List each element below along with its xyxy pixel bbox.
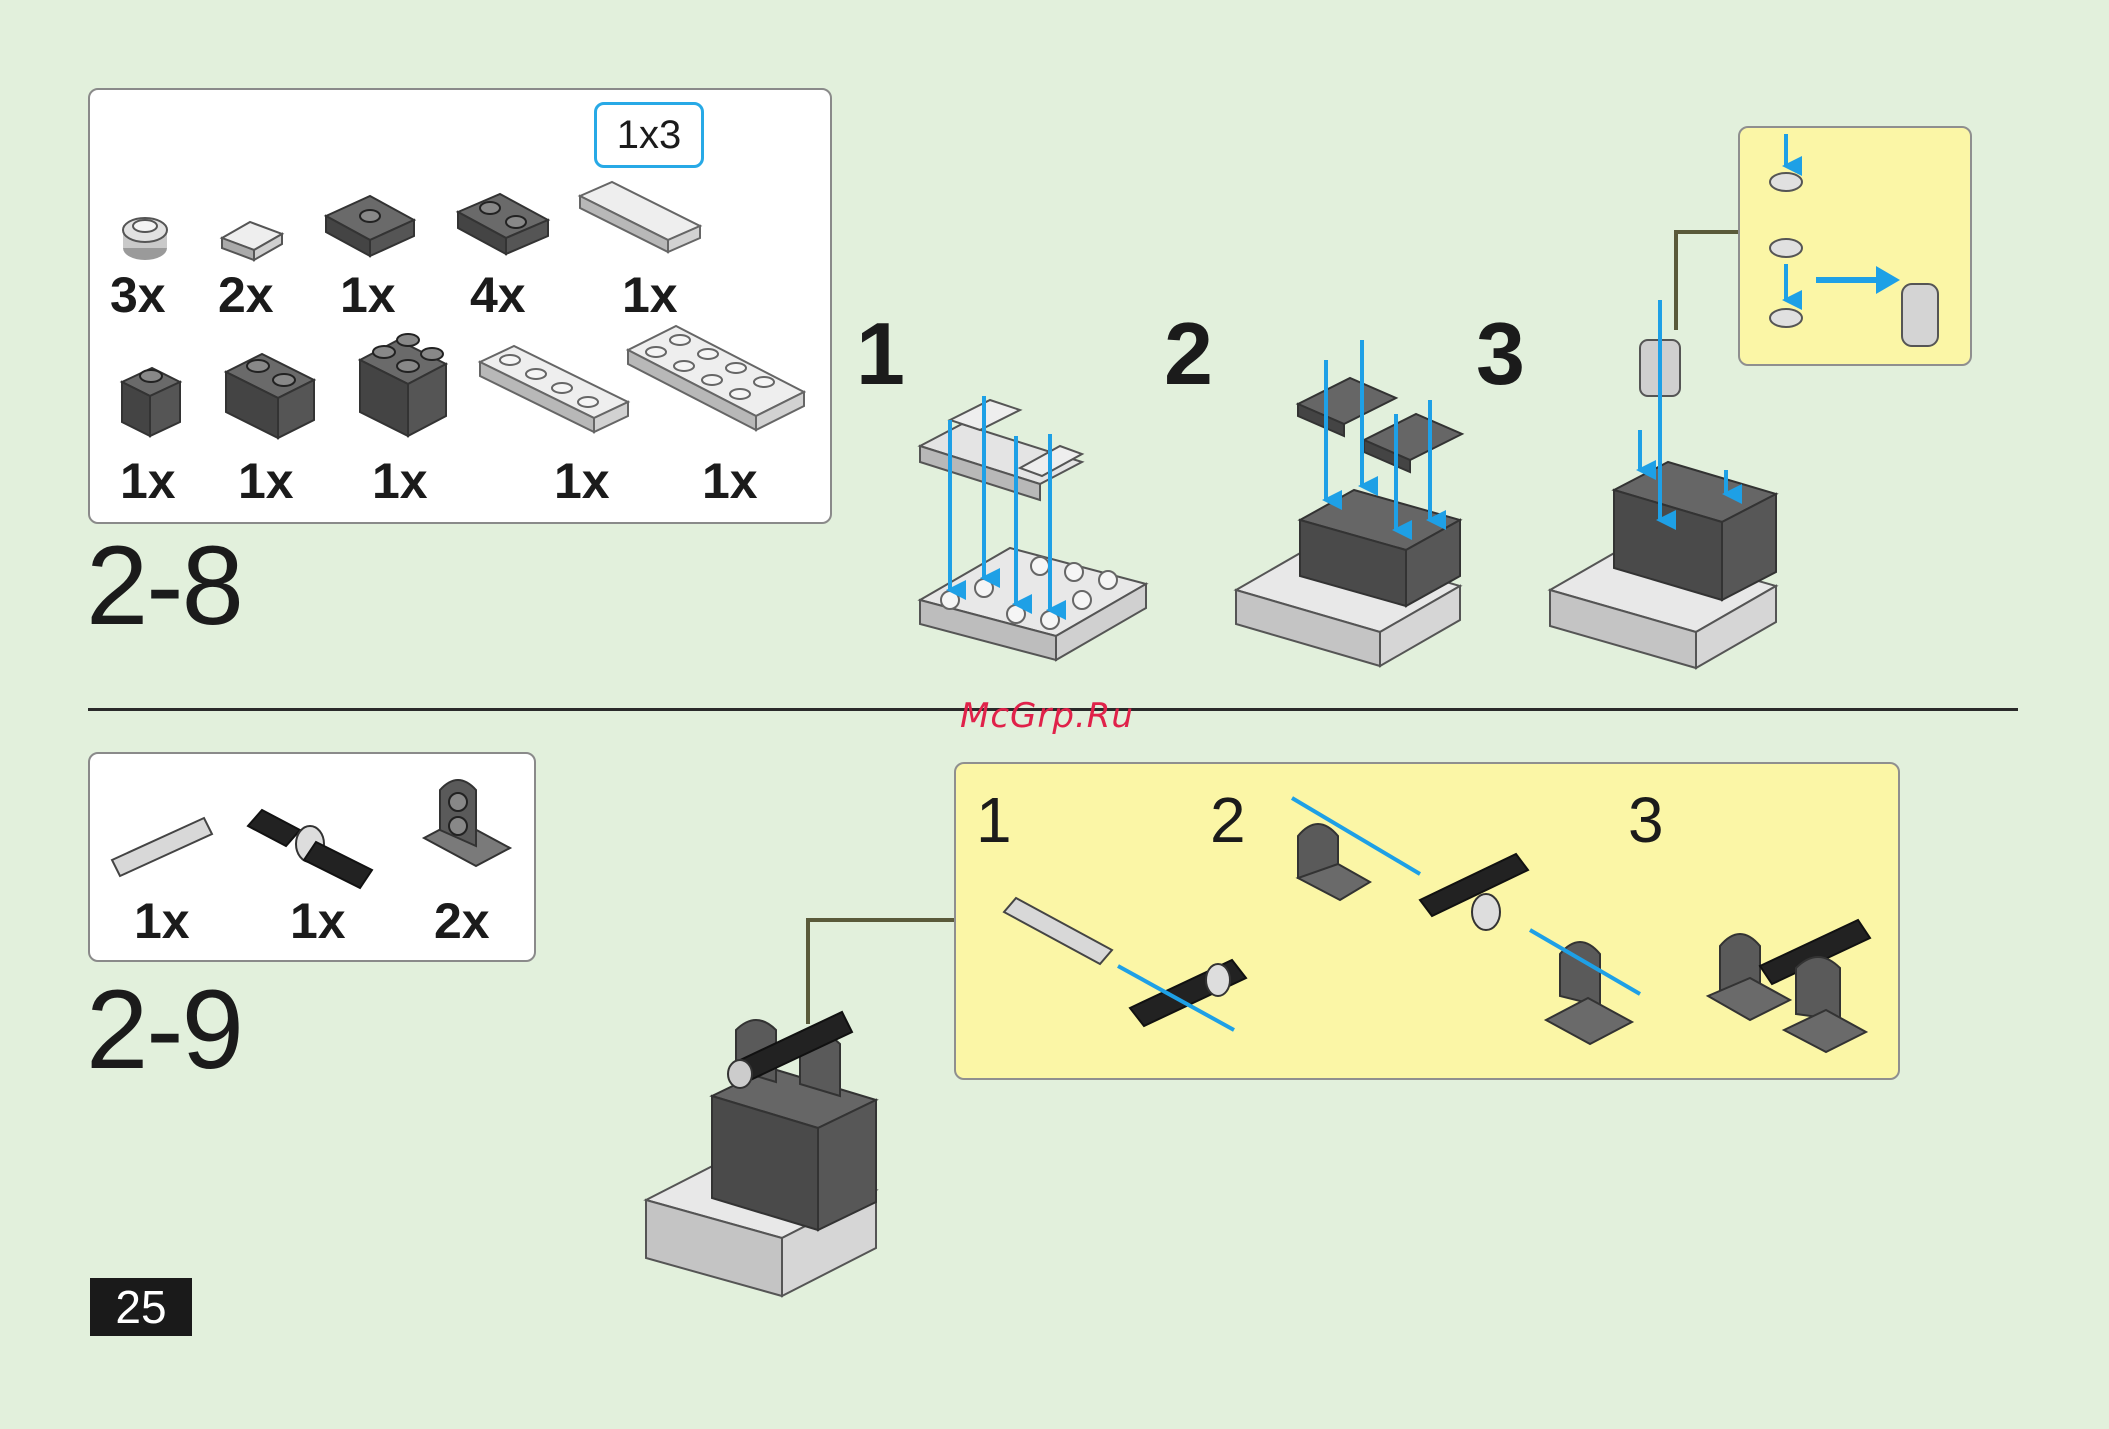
step-number-1: 1: [856, 310, 905, 398]
qty-tile-1x1: 2x: [218, 270, 274, 320]
step-number-3: 3: [1476, 310, 1525, 398]
watermark: McGrp.Ru: [960, 696, 1134, 736]
step-number-2: 2: [1164, 310, 1213, 398]
section-label-2-8: 2-8: [86, 530, 242, 642]
substep-number-2: 2: [1210, 788, 1246, 852]
substep-number-3: 3: [1628, 788, 1664, 852]
qty-plate-1x2: 4x: [470, 270, 526, 320]
qty-plate-1x4: 1x: [554, 456, 610, 506]
subassembly-callout-box: [954, 762, 1900, 1080]
page-number: 25: [90, 1278, 192, 1336]
qty-axle-connector: 1x: [290, 896, 346, 946]
qty-brick-1x2: 1x: [238, 456, 294, 506]
qty-plate-2x4: 1x: [702, 456, 758, 506]
qty-technic-pin: 1x: [134, 896, 190, 946]
section-label-2-9: 2-9: [86, 974, 242, 1086]
qty-round-plate: 3x: [110, 270, 166, 320]
qty-jumper-plate: 1x: [340, 270, 396, 320]
qty-brick-1x1: 1x: [120, 456, 176, 506]
qty-tile-1x3: 1x: [622, 270, 678, 320]
qty-brick-2x2: 1x: [372, 456, 428, 506]
qty-technic-bracket: 2x: [434, 896, 490, 946]
substep-number-1: 1: [976, 788, 1012, 852]
